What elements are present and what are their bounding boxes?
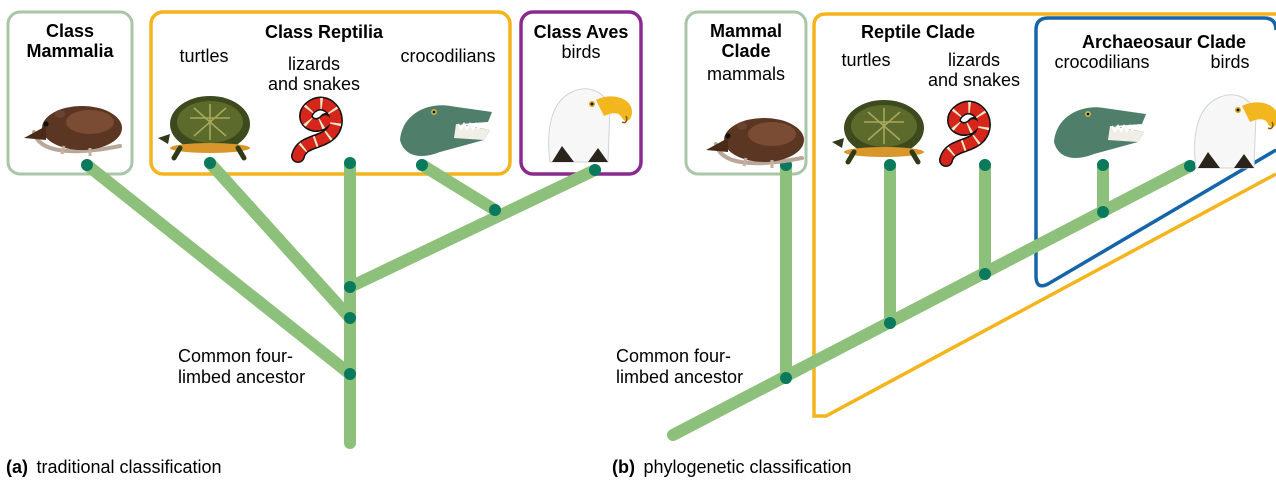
taxon-lizards-label-line2: and snakes — [928, 70, 1020, 90]
caption-a-text: traditional classification — [36, 457, 221, 477]
taxon-turtles-label: turtles — [841, 50, 890, 70]
ancestor-label-line1: Common four- — [616, 346, 731, 366]
taxon-birds-label: birds — [1210, 52, 1249, 72]
class-reptilia-title: Class Reptilia — [265, 22, 384, 42]
taxon-turtles-label: turtles — [179, 46, 228, 66]
mammal-clade-title-line1: Mammal — [710, 21, 782, 41]
reptile-clade-box — [814, 14, 1276, 416]
tree-branches-a — [87, 163, 595, 443]
crocodile-icon — [1054, 107, 1146, 158]
mammal-clade-title-line2: Clade — [721, 41, 770, 61]
class-aves-title: Class Aves — [534, 22, 629, 42]
caption-a: (a) traditional classification — [6, 457, 222, 477]
reptile-clade-title: Reptile Clade — [861, 22, 975, 42]
ancestor-label-line1: Common four- — [178, 346, 293, 366]
class-mammalia-title-line2: Mammalia — [26, 41, 114, 61]
ancestor-label-line2: limbed ancestor — [616, 367, 743, 387]
panel-a-traditional: Class Mammalia Class Reptilia Class Aves… — [6, 12, 641, 477]
turtle-icon — [158, 96, 250, 158]
taxon-mammals-label: mammals — [707, 64, 785, 84]
eagle-icon — [549, 89, 632, 162]
taxon-crocodilians-label: crocodilians — [1054, 52, 1149, 72]
caption-b-letter: (b) — [612, 457, 635, 477]
taxon-crocodilians-label: crocodilians — [400, 46, 495, 66]
snake-icon — [946, 108, 984, 160]
panel-b-phylogenetic: Mammal Clade mammals Reptile Clade Archa… — [612, 12, 1276, 477]
ancestor-label-line2: limbed ancestor — [178, 367, 305, 387]
caption-a-letter: (a) — [6, 457, 28, 477]
taxon-lizards-label-line2: and snakes — [268, 74, 360, 94]
snake-icon — [298, 104, 336, 156]
shrew-icon — [24, 106, 122, 156]
caption-b: (b) phylogenetic classification — [612, 457, 852, 477]
taxon-lizards-label-line1: lizards — [948, 50, 1000, 70]
class-mammalia-title-line1: Class — [46, 21, 94, 41]
taxon-birds-label: birds — [561, 42, 600, 62]
caption-b-text: phylogenetic classification — [643, 457, 851, 477]
tree-nodes-a — [81, 157, 601, 380]
shrew-icon — [706, 118, 804, 168]
tree-branches-b — [673, 165, 1190, 435]
taxon-lizards-label-line1: lizards — [288, 54, 340, 74]
archaeosaur-clade-title: Archaeosaur Clade — [1082, 32, 1246, 52]
crocodile-icon — [400, 105, 492, 156]
turtle-icon — [832, 100, 924, 162]
